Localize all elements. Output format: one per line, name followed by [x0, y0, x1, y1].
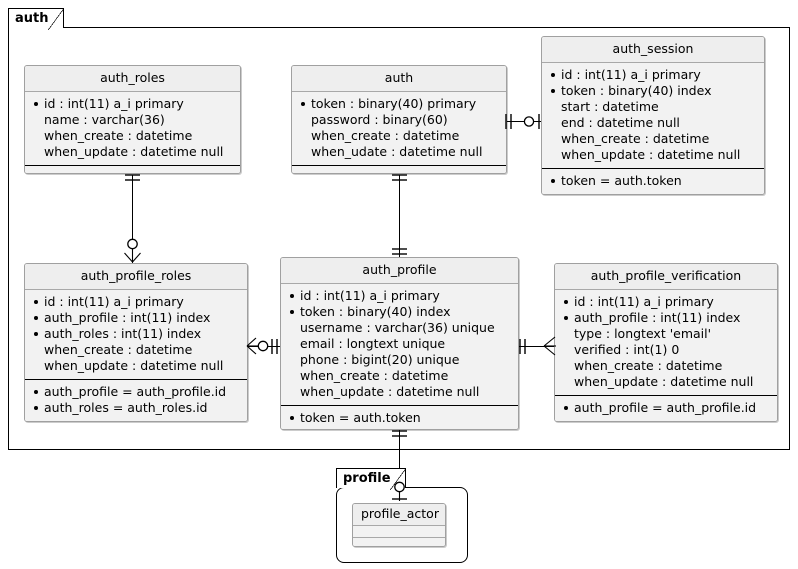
entity-auth_profile_verification-fields: id : int(11) a_i primary auth_profile : …	[555, 290, 777, 395]
divider	[292, 165, 506, 166]
relation: auth_roles = auth_roles.id	[32, 400, 240, 416]
entity-auth_profile_roles[interactable]: auth_profile_roles id : int(11) a_i prim…	[24, 263, 248, 422]
entity-auth_session-fields: id : int(11) a_i primary token : binary(…	[542, 63, 764, 168]
divider	[353, 537, 445, 538]
relation: token = auth.token	[288, 410, 511, 426]
entity-auth_profile_roles-title: auth_profile_roles	[25, 264, 247, 289]
entity-auth_profile-title: auth_profile	[281, 258, 518, 283]
entity-auth_profile-fields: id : int(11) a_i primary token : binary(…	[281, 284, 518, 405]
cardinality-one-and-only-one-icon	[391, 246, 408, 258]
cardinality-one-and-only-one-icon	[124, 172, 141, 184]
entity-auth_session-relations: token = auth.token	[542, 169, 764, 194]
divider	[542, 168, 764, 169]
connector-auth_profile-auth_profile_verification	[519, 346, 554, 347]
field: token : binary(40) index	[549, 83, 757, 99]
connector-auth_profile-profile_actor	[399, 430, 400, 497]
relation: token = auth.token	[549, 173, 757, 189]
cardinality-many-icon	[543, 334, 557, 358]
cardinality-one-and-only-one-icon	[391, 172, 408, 184]
entity-auth_profile_verification-relations: auth_profile = auth_profile.id	[555, 396, 777, 421]
entity-auth_roles-title: auth_roles	[25, 66, 240, 91]
entity-auth_roles-fields: id : int(11) a_i primary name : varchar(…	[25, 92, 240, 165]
entity-profile_actor-relations-empty	[353, 538, 445, 546]
field: id : int(11) a_i primary	[549, 67, 757, 83]
divider	[25, 165, 240, 166]
field: when_create : datetime	[574, 358, 723, 373]
field: id : int(11) a_i primary	[32, 294, 240, 310]
entity-auth_roles-relations-empty	[25, 166, 240, 173]
field: type : longtext 'email'	[574, 326, 712, 341]
field: id : int(11) a_i primary	[288, 288, 511, 304]
connector-auth-auth_profile	[399, 175, 400, 258]
field: id : int(11) a_i primary	[32, 96, 233, 112]
field: start : datetime	[561, 99, 659, 114]
divider	[281, 283, 518, 284]
field: verified : int(1) 0	[574, 342, 680, 357]
entity-profile_actor-title: profile_actor	[353, 504, 445, 525]
field: auth_profile : int(11) index	[32, 310, 240, 326]
divider	[281, 405, 518, 406]
field: token : binary(40) primary	[299, 96, 499, 112]
cardinality-one-and-only-one-icon	[269, 338, 281, 355]
entity-profile_actor[interactable]: profile_actor	[352, 503, 446, 547]
divider	[25, 289, 247, 290]
package-auth-tab-label: auth	[8, 8, 64, 30]
entity-auth_session-title: auth_session	[542, 37, 764, 62]
cardinality-zero-or-one-icon	[522, 113, 544, 130]
field: when_create : datetime	[300, 368, 449, 383]
field: name : varchar(36)	[44, 112, 165, 127]
field: when_update : datetime null	[44, 358, 224, 373]
field: username : varchar(36) unique	[300, 320, 495, 335]
cardinality-one-and-only-one-icon	[517, 338, 529, 355]
divider	[555, 395, 777, 396]
field: when_update : datetime null	[300, 384, 480, 399]
cardinality-zero-or-many-icon	[123, 238, 142, 264]
field: when_update : datetime null	[574, 374, 754, 389]
entity-auth_profile-relations: token = auth.token	[281, 406, 518, 429]
divider	[292, 91, 506, 92]
field: when_create : datetime	[311, 128, 460, 143]
entity-auth-relations-empty	[292, 166, 506, 173]
field: when_create : datetime	[561, 131, 710, 146]
field: when_update : datetime null	[561, 147, 741, 162]
cardinality-zero-or-one-icon	[391, 481, 408, 503]
entity-auth_profile_roles-fields: id : int(11) a_i primary auth_profile : …	[25, 290, 247, 379]
cardinality-one-and-only-one-icon	[391, 428, 408, 440]
entity-auth_roles[interactable]: auth_roles id : int(11) a_i primary name…	[24, 65, 241, 174]
divider	[542, 62, 764, 63]
field: auth_roles : int(11) index	[32, 326, 240, 342]
entity-profile_actor-fields-empty	[353, 526, 445, 537]
relation: auth_profile = auth_profile.id	[32, 384, 240, 400]
field: end : datetime null	[561, 115, 680, 130]
entity-auth_profile_verification[interactable]: auth_profile_verification id : int(11) a…	[554, 263, 778, 422]
entity-auth[interactable]: auth token : binary(40) primary password…	[291, 65, 507, 174]
entity-auth_profile_roles-relations: auth_profile = auth_profile.id auth_role…	[25, 380, 247, 421]
field: auth_profile : int(11) index	[562, 310, 770, 326]
field: id : int(11) a_i primary	[562, 294, 770, 310]
cardinality-zero-or-many-icon	[246, 334, 272, 358]
entity-auth_profile[interactable]: auth_profile id : int(11) a_i primary to…	[280, 257, 519, 430]
divider	[353, 525, 445, 526]
divider	[25, 91, 240, 92]
entity-auth_profile_verification-title: auth_profile_verification	[555, 264, 777, 289]
field: when_create : datetime	[44, 342, 193, 357]
field: when_udate : datetime null	[311, 144, 483, 159]
field: email : longtext unique	[300, 336, 446, 351]
field: when_create : datetime	[44, 128, 193, 143]
entity-auth_session[interactable]: auth_session id : int(11) a_i primary to…	[541, 36, 765, 195]
field: when_update : datetime null	[44, 144, 224, 159]
connector-auth_roles-auth_profile_roles	[132, 175, 133, 263]
divider	[25, 379, 247, 380]
entity-auth-title: auth	[292, 66, 506, 91]
cardinality-one-and-only-one-icon	[503, 113, 515, 130]
field: password : binary(60)	[311, 112, 448, 127]
relation: auth_profile = auth_profile.id	[562, 400, 770, 416]
field: token : binary(40) index	[288, 304, 511, 320]
field: phone : bigint(20) unique	[300, 352, 460, 367]
divider	[555, 289, 777, 290]
entity-auth-fields: token : binary(40) primary password : bi…	[292, 92, 506, 165]
